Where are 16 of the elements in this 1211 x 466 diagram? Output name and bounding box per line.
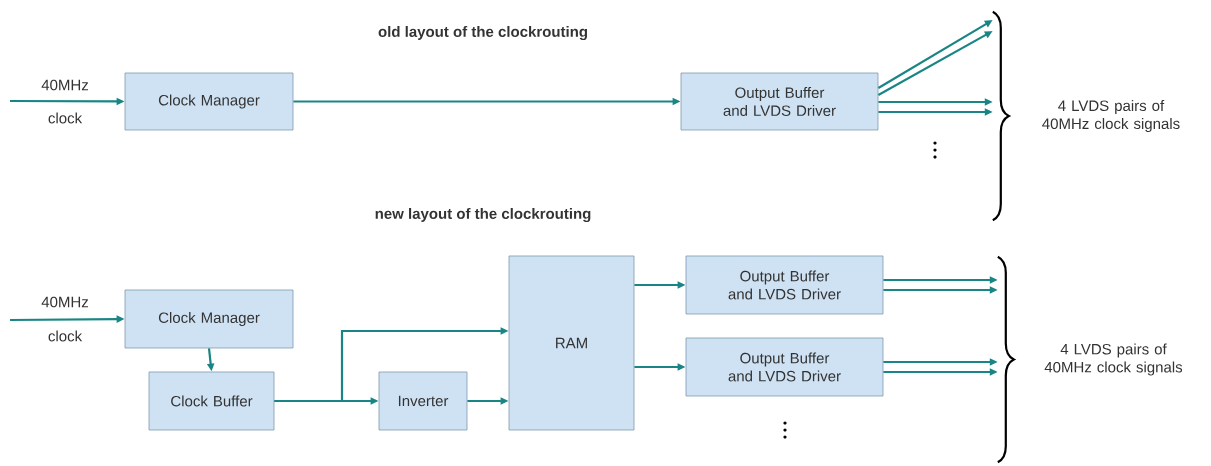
braced-label: 4 LVDS pairs of 40MHz clock signals xyxy=(997,255,1183,464)
block-box: Output Buffer and LVDS Driver xyxy=(685,255,884,315)
heading: new layout of the clockrouting xyxy=(375,207,591,222)
signal-label: clock xyxy=(48,112,83,124)
block-box: Clock Manager xyxy=(124,72,294,131)
block-box: Output Buffer and LVDS Driver xyxy=(680,72,879,131)
signal-label: 40MHz xyxy=(41,296,88,308)
block-box: Inverter xyxy=(378,371,468,431)
braced-label: 4 LVDS pairs of 40MHz clock signals xyxy=(992,10,1180,222)
block-box: RAM xyxy=(508,255,635,431)
signal-label: 40MHz xyxy=(41,79,88,91)
signal-label: clock xyxy=(48,330,83,342)
heading: old layout of the clockrouting xyxy=(378,26,587,41)
block-box: Clock Buffer xyxy=(148,371,275,431)
block-box: Clock Manager xyxy=(124,289,294,349)
block-box: Output Buffer and LVDS Driver xyxy=(685,337,884,397)
